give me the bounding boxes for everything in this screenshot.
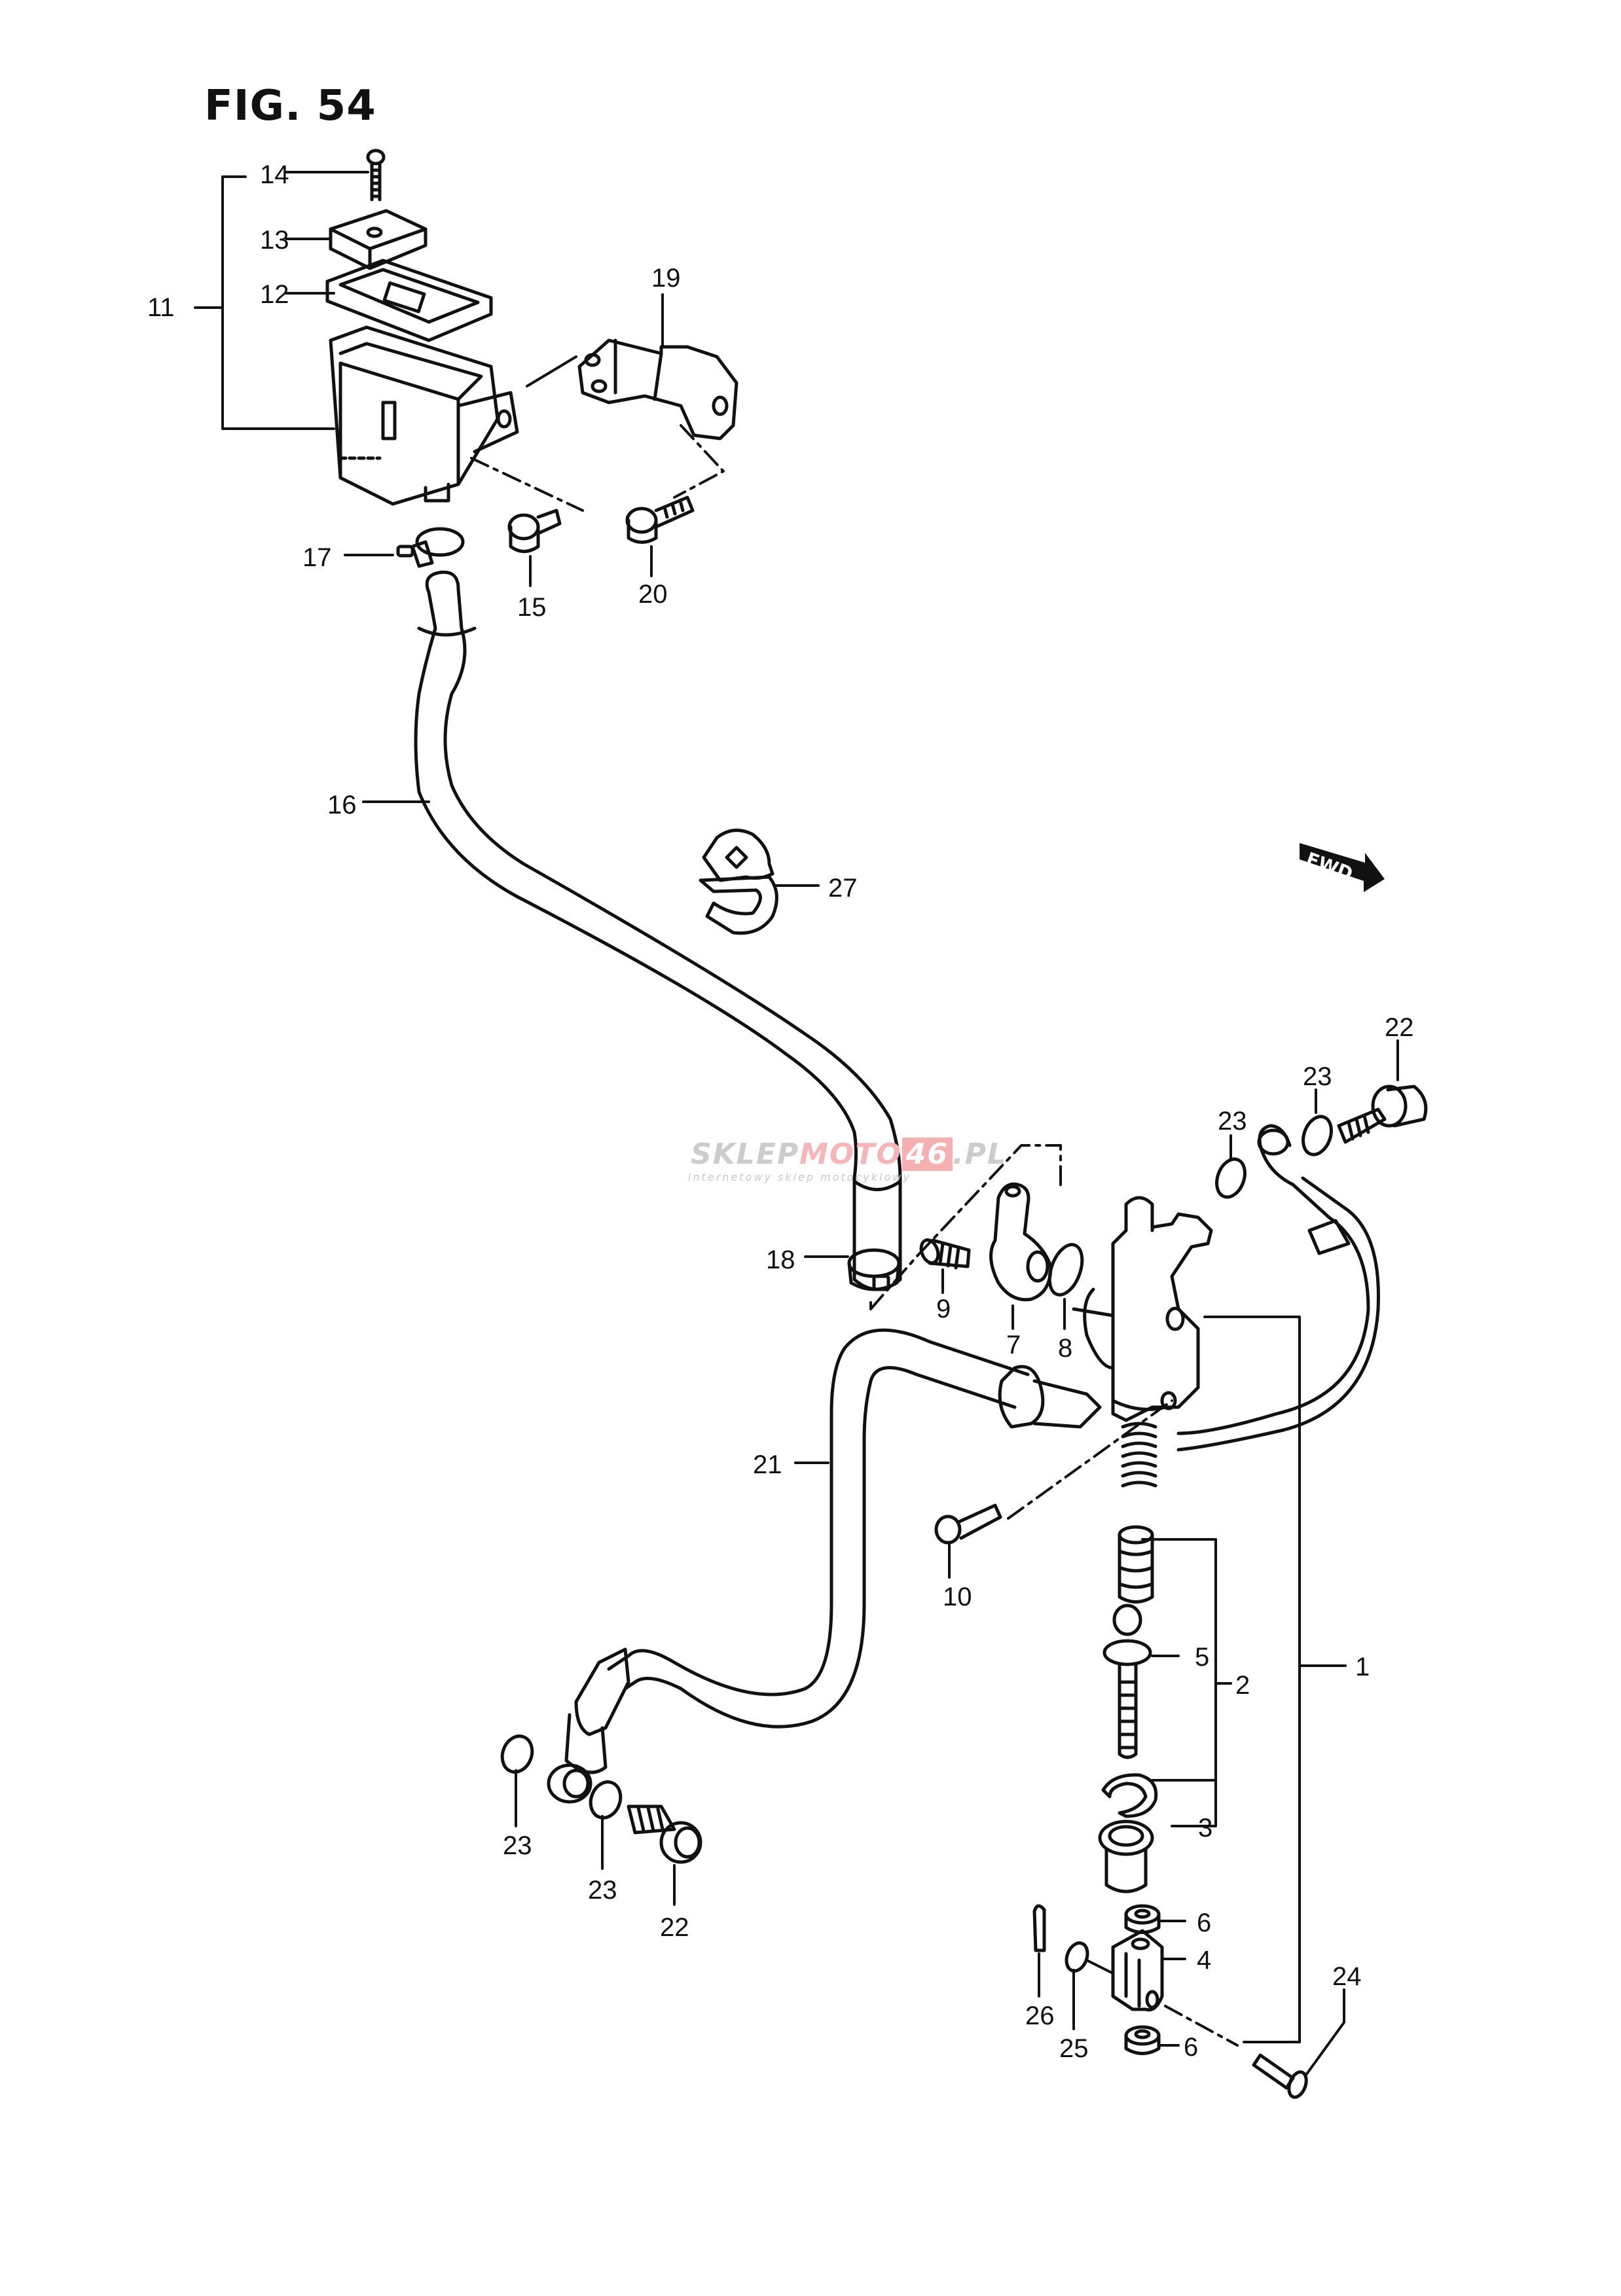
mount-dashed-line-2 bbox=[673, 424, 725, 499]
callout-16: 16 bbox=[327, 791, 357, 819]
callout-13: 13 bbox=[260, 226, 289, 255]
callout-23-lower-right: 23 bbox=[588, 1876, 617, 1905]
callout-11: 11 bbox=[147, 293, 175, 322]
dashed-connector-10 bbox=[1007, 1399, 1173, 1520]
mounting-bracket bbox=[577, 338, 738, 440]
callout-7: 7 bbox=[1006, 1331, 1021, 1359]
callout-5: 5 bbox=[1195, 1643, 1210, 1672]
circlip bbox=[1101, 1773, 1158, 1818]
callout-17: 17 bbox=[302, 543, 332, 572]
bolt-20 bbox=[625, 495, 695, 544]
callout-8: 8 bbox=[1058, 1334, 1073, 1363]
dashed-connector-24 bbox=[1164, 2005, 1239, 2047]
lock-nut-6-lower bbox=[1124, 2025, 1161, 2055]
hose-clamp-18 bbox=[847, 1248, 901, 1291]
brake-hose-upper bbox=[1176, 1124, 1380, 1452]
clevis-pin-24 bbox=[1252, 2053, 1308, 2099]
dashed-connector-18 bbox=[869, 1144, 1062, 1310]
callout-23-upper-right: 23 bbox=[1303, 1062, 1332, 1091]
callout-2: 2 bbox=[1235, 1671, 1250, 1700]
master-cylinder-body bbox=[1072, 1196, 1213, 1422]
hose-banjo-lower bbox=[547, 1647, 630, 1804]
bracket-2 bbox=[1141, 1538, 1232, 1827]
clevis-4 bbox=[1111, 1929, 1164, 2012]
callout-10: 10 bbox=[943, 1583, 972, 1611]
reservoir-body bbox=[329, 325, 519, 506]
callout-27: 27 bbox=[828, 874, 858, 903]
callout-6-lower: 6 bbox=[1184, 2033, 1199, 2062]
reservoir-cap bbox=[329, 209, 428, 270]
callout-23-lower-left: 23 bbox=[503, 1831, 532, 1860]
piston-5 bbox=[1102, 1604, 1152, 1759]
callout-22-upper: 22 bbox=[1385, 1013, 1414, 1042]
callout-23-upper-left: 23 bbox=[1218, 1107, 1247, 1136]
washer-25 bbox=[1065, 1941, 1089, 1973]
leader-24 bbox=[1305, 1988, 1345, 2076]
reservoir-hose bbox=[414, 570, 902, 1291]
callout-3: 3 bbox=[1198, 1814, 1213, 1842]
mount-leader-line bbox=[526, 355, 577, 387]
union-bolt-22-lower bbox=[627, 1804, 702, 1864]
piston-spring bbox=[1118, 1422, 1157, 1604]
union-bolt-9 bbox=[919, 1238, 971, 1270]
crush-washer-23-upper-right bbox=[1302, 1115, 1333, 1157]
crush-washer-23-upper-left bbox=[1215, 1157, 1247, 1199]
cotter-pin-26 bbox=[1032, 1904, 1046, 1952]
callout-6-upper: 6 bbox=[1197, 1909, 1212, 1937]
mount-dashed-line bbox=[470, 457, 584, 512]
callout-25: 25 bbox=[1059, 2034, 1089, 2063]
bolt-15 bbox=[507, 509, 562, 553]
callout-21: 21 bbox=[753, 1450, 782, 1479]
callout-14: 14 bbox=[260, 160, 289, 189]
crush-washer-23-lower-right bbox=[589, 1780, 623, 1820]
bracket-1 bbox=[1203, 1316, 1347, 2043]
hose-clip-27 bbox=[699, 829, 778, 935]
reservoir-cap-screw bbox=[366, 149, 386, 202]
callout-18: 18 bbox=[766, 1246, 795, 1274]
hose-joint-7 bbox=[989, 1182, 1053, 1302]
bolt-10 bbox=[934, 1503, 1002, 1545]
callout-4: 4 bbox=[1197, 1946, 1212, 1975]
union-bolt-22-upper bbox=[1337, 1085, 1428, 1144]
callout-12: 12 bbox=[260, 280, 289, 309]
reservoir-diaphragm bbox=[325, 259, 493, 342]
callout-20: 20 bbox=[638, 580, 668, 609]
hose-clamp-17 bbox=[396, 527, 465, 568]
crush-washer-23-lower-left bbox=[500, 1734, 534, 1774]
callout-9: 9 bbox=[936, 1295, 951, 1323]
figure-title: FIG. 54 bbox=[204, 82, 376, 130]
callout-26: 26 bbox=[1025, 2001, 1055, 2030]
callout-19: 19 bbox=[651, 264, 681, 293]
leader-25 bbox=[1072, 1959, 1114, 2030]
boot-3 bbox=[1098, 1820, 1154, 1893]
callout-15: 15 bbox=[517, 593, 547, 622]
brake-hose-21 bbox=[607, 1328, 1102, 1729]
callout-bracket-11 bbox=[194, 175, 335, 430]
callout-22-lower: 22 bbox=[660, 1913, 689, 1942]
lock-nut-6-upper bbox=[1124, 1904, 1161, 1934]
fwd-direction-arrow-icon: FWD bbox=[1300, 843, 1385, 892]
o-ring-8 bbox=[1047, 1243, 1084, 1297]
callout-1: 1 bbox=[1355, 1653, 1370, 1681]
callout-24: 24 bbox=[1332, 1962, 1362, 1991]
